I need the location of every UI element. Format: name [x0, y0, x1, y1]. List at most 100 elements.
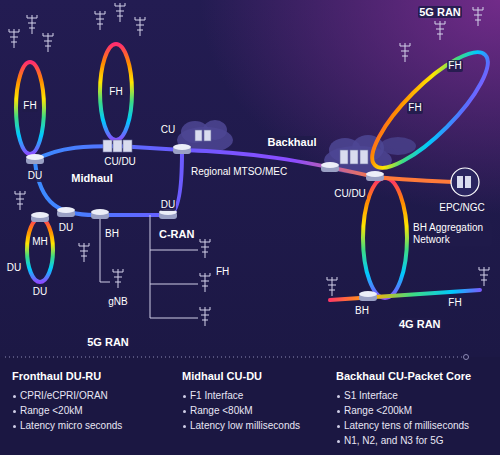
section-label: 5G RAN: [418, 6, 462, 18]
router-icon: [359, 291, 377, 301]
table-item: F1 Interface: [190, 390, 243, 402]
antenna-tower: [200, 239, 210, 258]
section-label: C-RAN: [158, 228, 195, 240]
node-label: CU/DU: [333, 188, 367, 200]
rainbow-ring: [16, 62, 44, 154]
antenna-tower: [113, 269, 123, 288]
background: [5, 357, 462, 358]
transport-line: [35, 152, 182, 215]
node-label: DU: [58, 222, 74, 234]
node-label: CU: [160, 124, 176, 136]
antenna-tower: [479, 267, 489, 286]
router-icon: [366, 171, 384, 181]
cran-wire: [150, 215, 198, 318]
table-item: N1, N2, and N3 for 5G: [344, 435, 444, 447]
network-label: BH Aggregation Network: [412, 222, 492, 246]
node-label: gNB: [107, 296, 128, 308]
router-icon: [321, 162, 339, 172]
router-icon: [173, 144, 191, 150]
server-rack: [123, 140, 132, 152]
core-icon: [457, 176, 463, 188]
rainbow-ring: [363, 178, 407, 298]
cran-wire: [100, 215, 198, 318]
table-item: Latency tens of milliseconds: [344, 420, 469, 432]
server-rack: [103, 140, 112, 152]
node-label: BH: [354, 305, 370, 317]
table-item: Range <80kM: [190, 405, 253, 417]
router-icon: [26, 144, 384, 301]
antenna-tower: [9, 29, 19, 48]
site-label: Regional MTSO/MEC: [190, 166, 288, 178]
antenna-tower: [400, 43, 410, 62]
server-rack: [195, 130, 202, 141]
router-icon: [57, 207, 75, 213]
antenna-tower: [327, 277, 337, 296]
antenna-tower: [135, 17, 145, 36]
rainbow-ring: [27, 218, 53, 282]
section-label: Midhaul: [70, 172, 114, 184]
router-icon: [31, 212, 49, 218]
server-rack: [350, 150, 358, 164]
core-icon: [451, 168, 479, 196]
table-heading: Fronthaul DU-RU: [12, 370, 101, 382]
server-rack: [360, 150, 368, 164]
background: [0, 0, 500, 357]
rainbow-ring: [358, 38, 500, 182]
cloud: [203, 120, 227, 140]
core-icon: [465, 176, 471, 188]
router-icon: [366, 171, 384, 177]
link-label: MH: [31, 236, 49, 248]
link-label: BH: [104, 228, 120, 240]
cloud: [380, 137, 416, 155]
router-icon: [321, 162, 339, 168]
rainbow-ring: [100, 44, 132, 140]
table-item: Latency low milliseconds: [190, 420, 300, 432]
antenna-tower: [27, 15, 37, 34]
section-label: 4G RAN: [398, 318, 442, 330]
link-label: FH: [447, 60, 462, 72]
node-label: DU: [160, 199, 176, 211]
antenna-tower: [435, 21, 445, 40]
router-icon: [359, 291, 377, 297]
table-heading: Backhaul CU-Packet Core: [336, 370, 471, 382]
antenna-tower: [79, 243, 89, 262]
antenna-tower: [95, 11, 105, 30]
link-label: FH: [215, 266, 230, 278]
router-icon: [91, 209, 109, 215]
server-rack: [113, 140, 122, 152]
node-label: CU/DU: [103, 156, 137, 168]
server-rack: [103, 130, 368, 164]
node-label: DU: [32, 286, 48, 298]
router-icon: [57, 207, 75, 217]
section-label: Backhaul: [267, 136, 318, 148]
router-icon: [26, 154, 44, 164]
background: [0, 0, 500, 357]
link-label: FH: [407, 102, 422, 114]
antenna-tower: [115, 3, 125, 22]
antenna-tower: [15, 191, 25, 210]
table-item: CPRI/eCPRI/ORAN: [20, 390, 108, 402]
table-item: Range <20kM: [20, 405, 83, 417]
antenna-tower: [9, 3, 489, 326]
router-icon: [173, 144, 191, 154]
core-icon: [451, 168, 479, 196]
node-label: DU: [6, 262, 22, 274]
router-icon: [31, 212, 49, 222]
table-heading: Midhaul CU-DU: [182, 370, 262, 382]
server-rack: [340, 150, 348, 164]
rainbow-ring: [16, 38, 500, 298]
background: [464, 355, 469, 360]
antenna-tower: [200, 273, 210, 292]
antenna-tower: [200, 307, 210, 326]
node-label: DU: [27, 170, 43, 182]
node-label: EPC/NGC: [438, 202, 486, 214]
link-label: FH: [22, 100, 37, 112]
table-item: S1 Interface: [344, 390, 398, 402]
router-icon: [91, 209, 109, 219]
table-item: Latency micro seconds: [20, 420, 122, 432]
router-icon: [26, 154, 44, 160]
background: [0, 357, 500, 455]
cran-wire: [100, 215, 110, 282]
antenna-tower: [43, 33, 53, 52]
